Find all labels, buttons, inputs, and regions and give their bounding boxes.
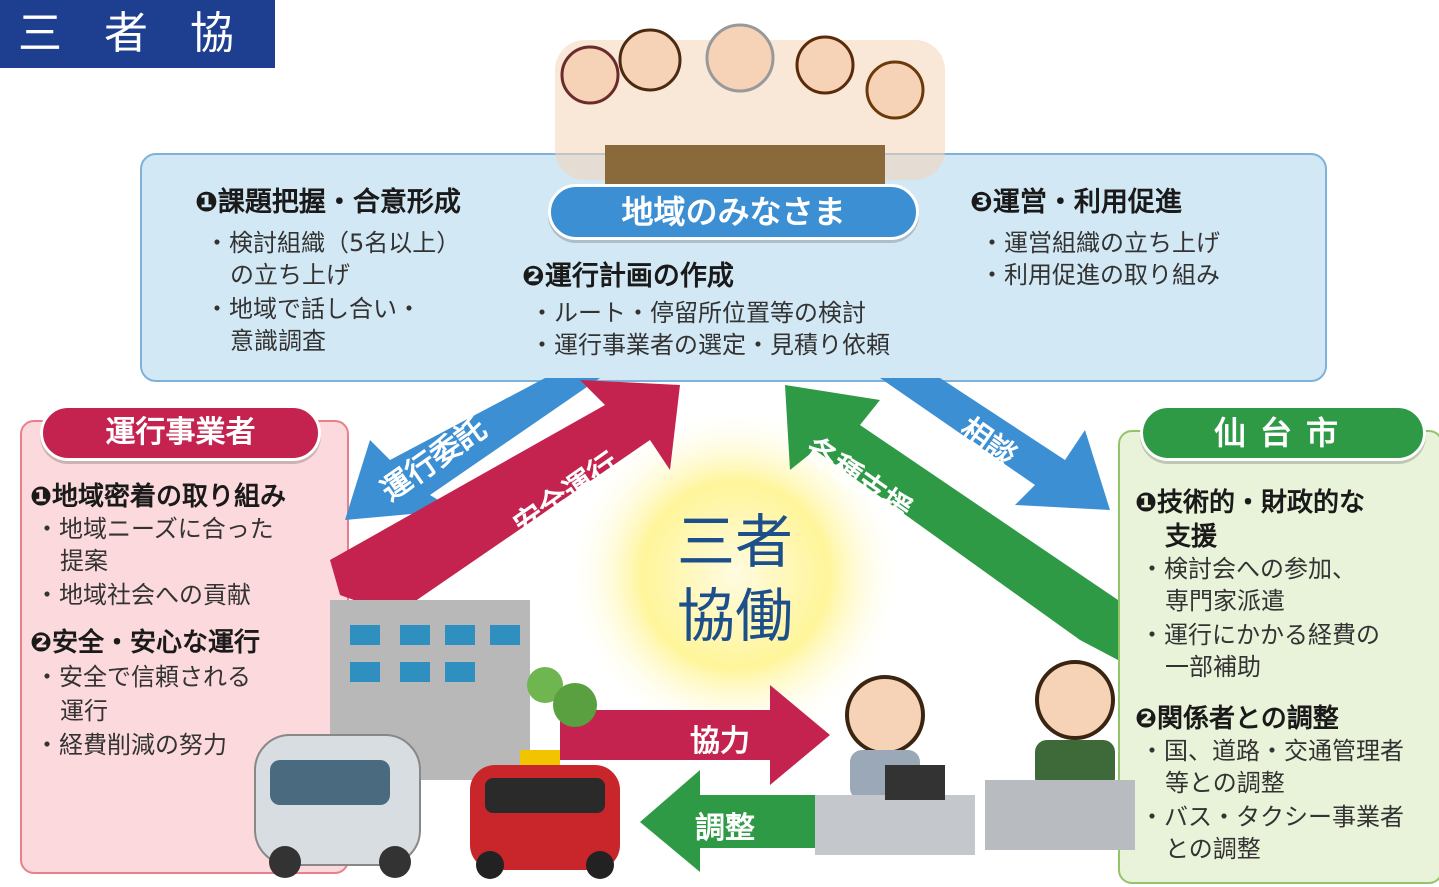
community-sec1-item: ・検討組織（5名以上） [205,229,461,257]
bus-illustration [254,734,421,878]
arrow-soudan [880,378,1110,510]
operator-sec1-item: 提案 [60,547,108,575]
arrow-unkou-itaku [345,378,600,520]
city-sec2-heading: ❷関係者との調整 [1135,704,1339,734]
operator-sec1-item: ・地域社会への貢献 [35,581,251,609]
city-sec1-item: 専門家派遣 [1165,587,1285,615]
operator-sec2-item: ・安全で信頼される [35,663,251,691]
community-sec2-heading: ❷運行計画の作成 [522,261,734,292]
community-sec3-item: ・運営組織の立ち上げ [980,229,1220,257]
label-chousei: 調整 [695,811,755,846]
operator-sec2-heading: ❷安全・安心な運行 [30,628,261,658]
city-label: 仙台市 [1140,405,1426,461]
center-glow [565,405,905,745]
city-sec2-item: ・国、道路・交通管理者 [1140,737,1404,765]
city-sec1-item: ・運行にかかる経費の [1140,621,1380,649]
community-sec3-heading: ❸運営・利用促進 [970,187,1182,218]
operator-sec1-item: ・地域ニーズに合った [35,515,274,543]
operator-sec2-item: 運行 [60,697,108,725]
operator-sec2-item: ・経費削減の努力 [35,731,227,759]
operator-label: 運行事業者 [40,405,321,461]
center-title-line1: 三者 [676,508,793,576]
city-sec2-item: との調整 [1165,835,1261,863]
center-title: 三者 協働 [640,505,830,653]
page-title: 三 者 協 働 [0,0,275,127]
residents-illustration [555,23,945,185]
community-sec1-item: 意識調査 [230,327,326,355]
community-label: 地域のみなさま [548,184,919,240]
city-sec1-item: ・検討会への参加、 [1140,555,1356,583]
community-sec1-item: の立ち上げ [230,261,350,289]
city-sec1-heading-cont: 支援 [1165,522,1218,552]
community-sec1-heading: ❶課題把握・合意形成 [195,187,461,218]
community-sec2-item: ・ルート・停留所位置等の検討 [530,299,866,327]
city-staff-illustration [815,660,1135,855]
arrow-kyouryoku [560,685,830,785]
city-sec1-item: 一部補助 [1165,653,1261,681]
operator-sec1-heading: ❶地域密着の取り組み [30,482,287,512]
arrow-anzen-unkou [330,380,680,615]
taxi-illustration [470,750,620,879]
center-title-line2: 協働 [676,582,793,650]
community-sec3-item: ・利用促進の取り組み [980,261,1220,289]
label-kyouryoku: 協力 [690,724,750,759]
arrow-kakushu-shien [785,385,1118,660]
city-panel [1118,430,1439,884]
community-sec2-item: ・運行事業者の選定・見積り依頼 [530,331,890,359]
city-sec2-item: ・バス・タクシー事業者 [1140,803,1404,831]
city-sec1-heading: ❶技術的・財政的な [1135,488,1366,518]
community-sec1-item: ・地域で話し合い・ [205,295,421,323]
city-sec2-item: 等との調整 [1165,769,1285,797]
arrow-chousei [640,770,840,872]
